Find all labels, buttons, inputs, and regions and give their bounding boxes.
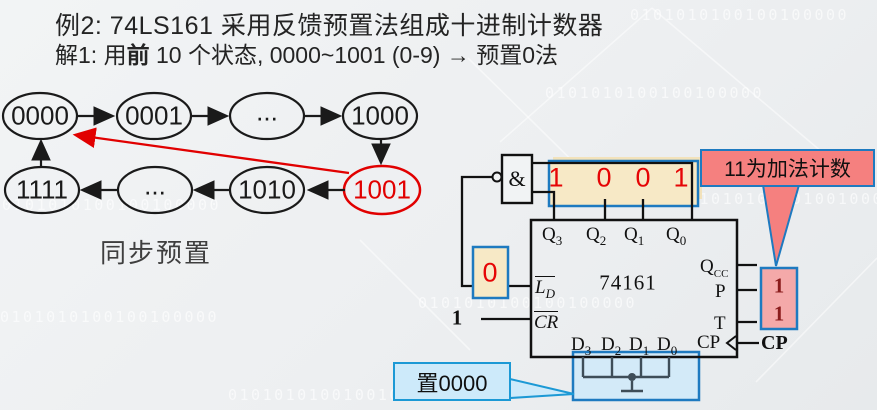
nand-gate-label: &	[508, 166, 526, 191]
slide-subtitle: 解1: 用前 10 个状态, 0000~1001 (0-9) → 预置0法	[55, 36, 558, 70]
watermark-digits: 0101010100100100000	[228, 386, 448, 404]
state-node-label-highlight: 1001	[353, 174, 411, 205]
subtitle-prefix: 解1: 用	[55, 42, 127, 68]
watermark-digits: 0101010100100100000	[0, 308, 220, 326]
pin-label-q3: Q3	[542, 224, 563, 248]
preset-zero-callout: 置0000	[393, 362, 511, 401]
pin-label-d1: D1	[629, 334, 650, 358]
red-callout-tail	[761, 184, 801, 267]
count-mode-callout: 11为加法计数	[700, 149, 875, 187]
ld-value: 0	[482, 257, 498, 288]
feedback-bit-q3: 1	[548, 162, 564, 193]
feedback-reset-arrow	[72, 127, 350, 175]
feedback-value-box	[547, 159, 700, 208]
pin-label-cr: CR	[534, 311, 559, 333]
state-node-label: 0001	[125, 100, 183, 131]
state-diagram-graph	[1, 91, 422, 216]
state-node-label: 1111	[15, 174, 69, 205]
t-input-value: 1	[773, 301, 785, 326]
state-node-label: ...	[256, 96, 278, 127]
nand-gate	[491, 153, 534, 205]
feedback-bit-q2: 0	[596, 162, 612, 193]
feedback-bit-q0: 1	[673, 162, 689, 193]
watermark-digits: 0101010100100100000	[545, 84, 765, 102]
cr-input-value: 1	[451, 305, 463, 330]
pin-label-p: P	[715, 281, 726, 302]
clock-edge-wedge	[725, 335, 737, 351]
pin-label-d2: D2	[601, 334, 622, 358]
chip-body	[529, 218, 739, 359]
slide-title: 例2: 74LS161 采用反馈预置法组成十进制计数器	[55, 12, 604, 40]
feedback-bit-q1: 0	[635, 162, 651, 193]
cp-input-label: CP	[761, 332, 788, 354]
sync-preset-caption: 同步预置	[100, 238, 213, 268]
state-node-label: 1010	[238, 174, 296, 205]
pin-label-d0: D0	[657, 334, 678, 358]
subtitle-bold-word: 前	[126, 42, 150, 68]
subtitle-suffix: 10 个状态, 0000~1001 (0-9) → 预置0法	[149, 42, 559, 68]
watermark-digits: 0101010100100100000	[2, 196, 222, 214]
p-input-value: 1	[773, 273, 785, 298]
ground-symbol	[581, 357, 671, 393]
state-node-label: ...	[144, 170, 166, 201]
pin-label-ld: LD	[535, 276, 555, 301]
pin-label-q0: Q0	[666, 224, 687, 248]
state-node-label: 0000	[11, 100, 69, 131]
blue-callout-tail	[509, 377, 575, 400]
pin-label-cp: CP	[697, 332, 721, 353]
ld-value-box	[471, 245, 510, 300]
chip-name: 74161	[599, 270, 657, 295]
pin-label-qcc: QCC	[700, 256, 729, 280]
pin-label-q2: Q2	[586, 224, 607, 248]
pt-value-box	[759, 266, 799, 331]
watermark-digits: 0101010100100100000	[630, 6, 850, 24]
watermark-lines	[359, 7, 877, 383]
inverter-bubble	[491, 171, 503, 183]
pin-label-d3: D3	[571, 334, 592, 358]
pin-label-q1: Q1	[624, 224, 645, 248]
state-node-label: 1000	[351, 100, 409, 131]
pin-label-t: T	[714, 313, 726, 334]
